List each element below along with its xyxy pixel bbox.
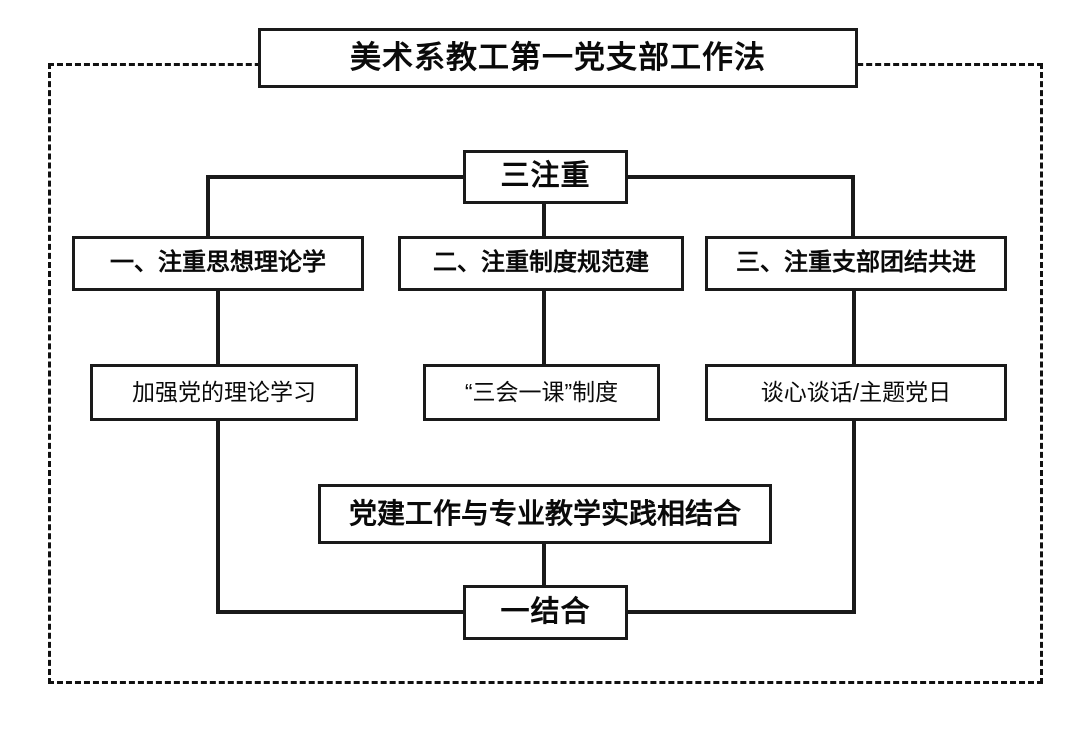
connector-pillar-to-focus3-vertical <box>851 175 855 238</box>
connector-combine-detail-to-combine <box>542 542 546 587</box>
node-pillar-three-focus[interactable]: 三注重 <box>463 150 628 204</box>
connector-pillar-to-focus2-vertical <box>542 202 546 238</box>
connector-pillar-to-focus1-vertical <box>206 175 210 238</box>
connector-practice1-to-rail <box>216 419 220 614</box>
node-focus-1-label: 一、注重思想理论学 <box>110 249 326 277</box>
node-pillar-three-focus-label: 三注重 <box>500 160 591 193</box>
connector-pillar-to-focus3-horizontal <box>626 175 855 179</box>
node-practice-3-label: 谈心谈话/主题党日 <box>760 378 952 405</box>
connector-focus1-to-practice1 <box>216 289 220 366</box>
node-practice-1[interactable]: 加强党的理论学习 <box>90 364 358 421</box>
connector-focus2-to-practice2 <box>542 289 546 366</box>
node-focus-2[interactable]: 二、注重制度规范建 <box>398 236 684 291</box>
node-practice-2[interactable]: “三会一课”制度 <box>423 364 660 421</box>
connector-rail-left <box>216 610 467 614</box>
node-focus-3-label: 三、注重支部团结共进 <box>736 249 976 277</box>
node-practice-3[interactable]: 谈心谈话/主题党日 <box>705 364 1007 421</box>
connector-rail-right <box>624 610 856 614</box>
node-practice-2-label: “三会一课”制度 <box>464 378 619 405</box>
diagram-title-text: 美术系教工第一党支部工作法 <box>350 39 766 75</box>
node-one-combine[interactable]: 一结合 <box>463 585 628 640</box>
diagram-title-box: 美术系教工第一党支部工作法 <box>258 28 858 88</box>
node-focus-1[interactable]: 一、注重思想理论学 <box>72 236 364 291</box>
connector-focus3-to-practice3 <box>852 289 856 366</box>
node-focus-2-label: 二、注重制度规范建 <box>433 249 649 277</box>
node-combine-detail[interactable]: 党建工作与专业教学实践相结合 <box>318 484 772 544</box>
node-focus-3[interactable]: 三、注重支部团结共进 <box>705 236 1007 291</box>
connector-practice3-to-rail <box>852 419 856 614</box>
node-one-combine-label: 一结合 <box>500 595 591 628</box>
node-combine-detail-label: 党建工作与专业教学实践相结合 <box>348 497 741 529</box>
connector-pillar-to-focus1-horizontal <box>206 175 465 179</box>
node-practice-1-label: 加强党的理论学习 <box>132 378 316 405</box>
